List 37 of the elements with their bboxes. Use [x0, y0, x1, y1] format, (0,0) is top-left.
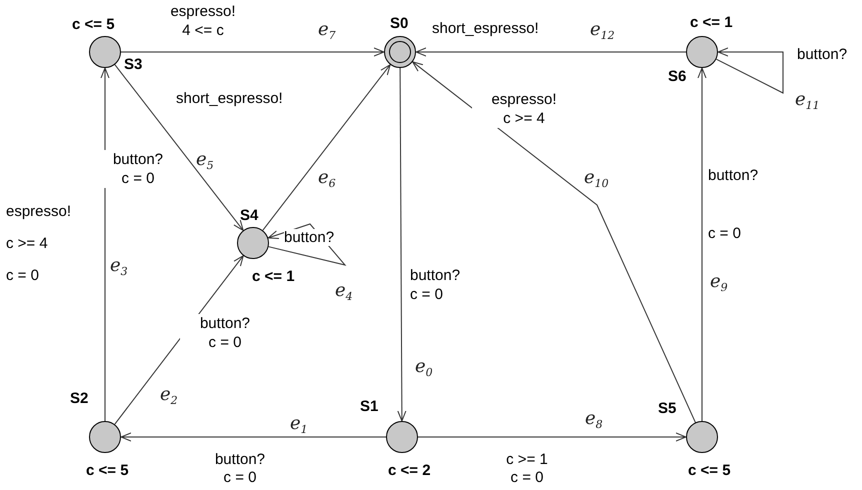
transition-arrow: [120, 48, 384, 56]
transition-arrow: [100, 68, 110, 422]
transition-arrow: [698, 68, 706, 422]
transition-arrow: [416, 48, 686, 56]
transition-arrow: [114, 64, 244, 231]
edge-name: e$_{11}$: [795, 90, 820, 114]
edge-name: e$_{7}$: [318, 20, 336, 44]
invariant-label: c <= 1: [252, 268, 295, 285]
edge-name: e$_{3}$: [110, 256, 128, 280]
edge-name: e$_{12}$: [590, 20, 615, 44]
edge-name: e$_{1}$: [290, 414, 308, 438]
edge-name: e$_{10}$: [584, 168, 609, 192]
invariant-label: c <= 1: [690, 14, 733, 31]
transition-arrow: [397, 68, 406, 422]
transition-arrow: [716, 48, 784, 94]
edge-name: e$_{0}$: [415, 357, 433, 381]
transition-arrow: [262, 64, 391, 231]
state-name: S1: [360, 398, 378, 415]
state-name: S5: [658, 400, 676, 417]
invariant-label: c <= 5: [86, 462, 129, 479]
edge-name: e$_{2}$: [160, 385, 178, 409]
edge-name: e$_{5}$: [196, 150, 214, 174]
transition-arrow: [412, 61, 696, 423]
state-name: S6: [668, 68, 686, 85]
invariant-label: c <= 5: [72, 16, 115, 33]
edge-name: e$_{8}$: [585, 409, 603, 433]
state-name: S2: [70, 390, 88, 407]
state-name: S0: [390, 15, 408, 32]
transition-arrow: [418, 432, 686, 442]
state-name: S4: [240, 207, 258, 224]
invariant-label: c <= 5: [688, 462, 731, 479]
state-name: S3: [124, 56, 142, 73]
edge-name: e$_{6}$: [318, 168, 336, 192]
edge-name: e$_{4}$: [335, 281, 353, 305]
edge-name: e$_{9}$: [710, 272, 728, 296]
transition-arrow: [120, 432, 386, 442]
invariant-label: c <= 2: [388, 462, 431, 479]
